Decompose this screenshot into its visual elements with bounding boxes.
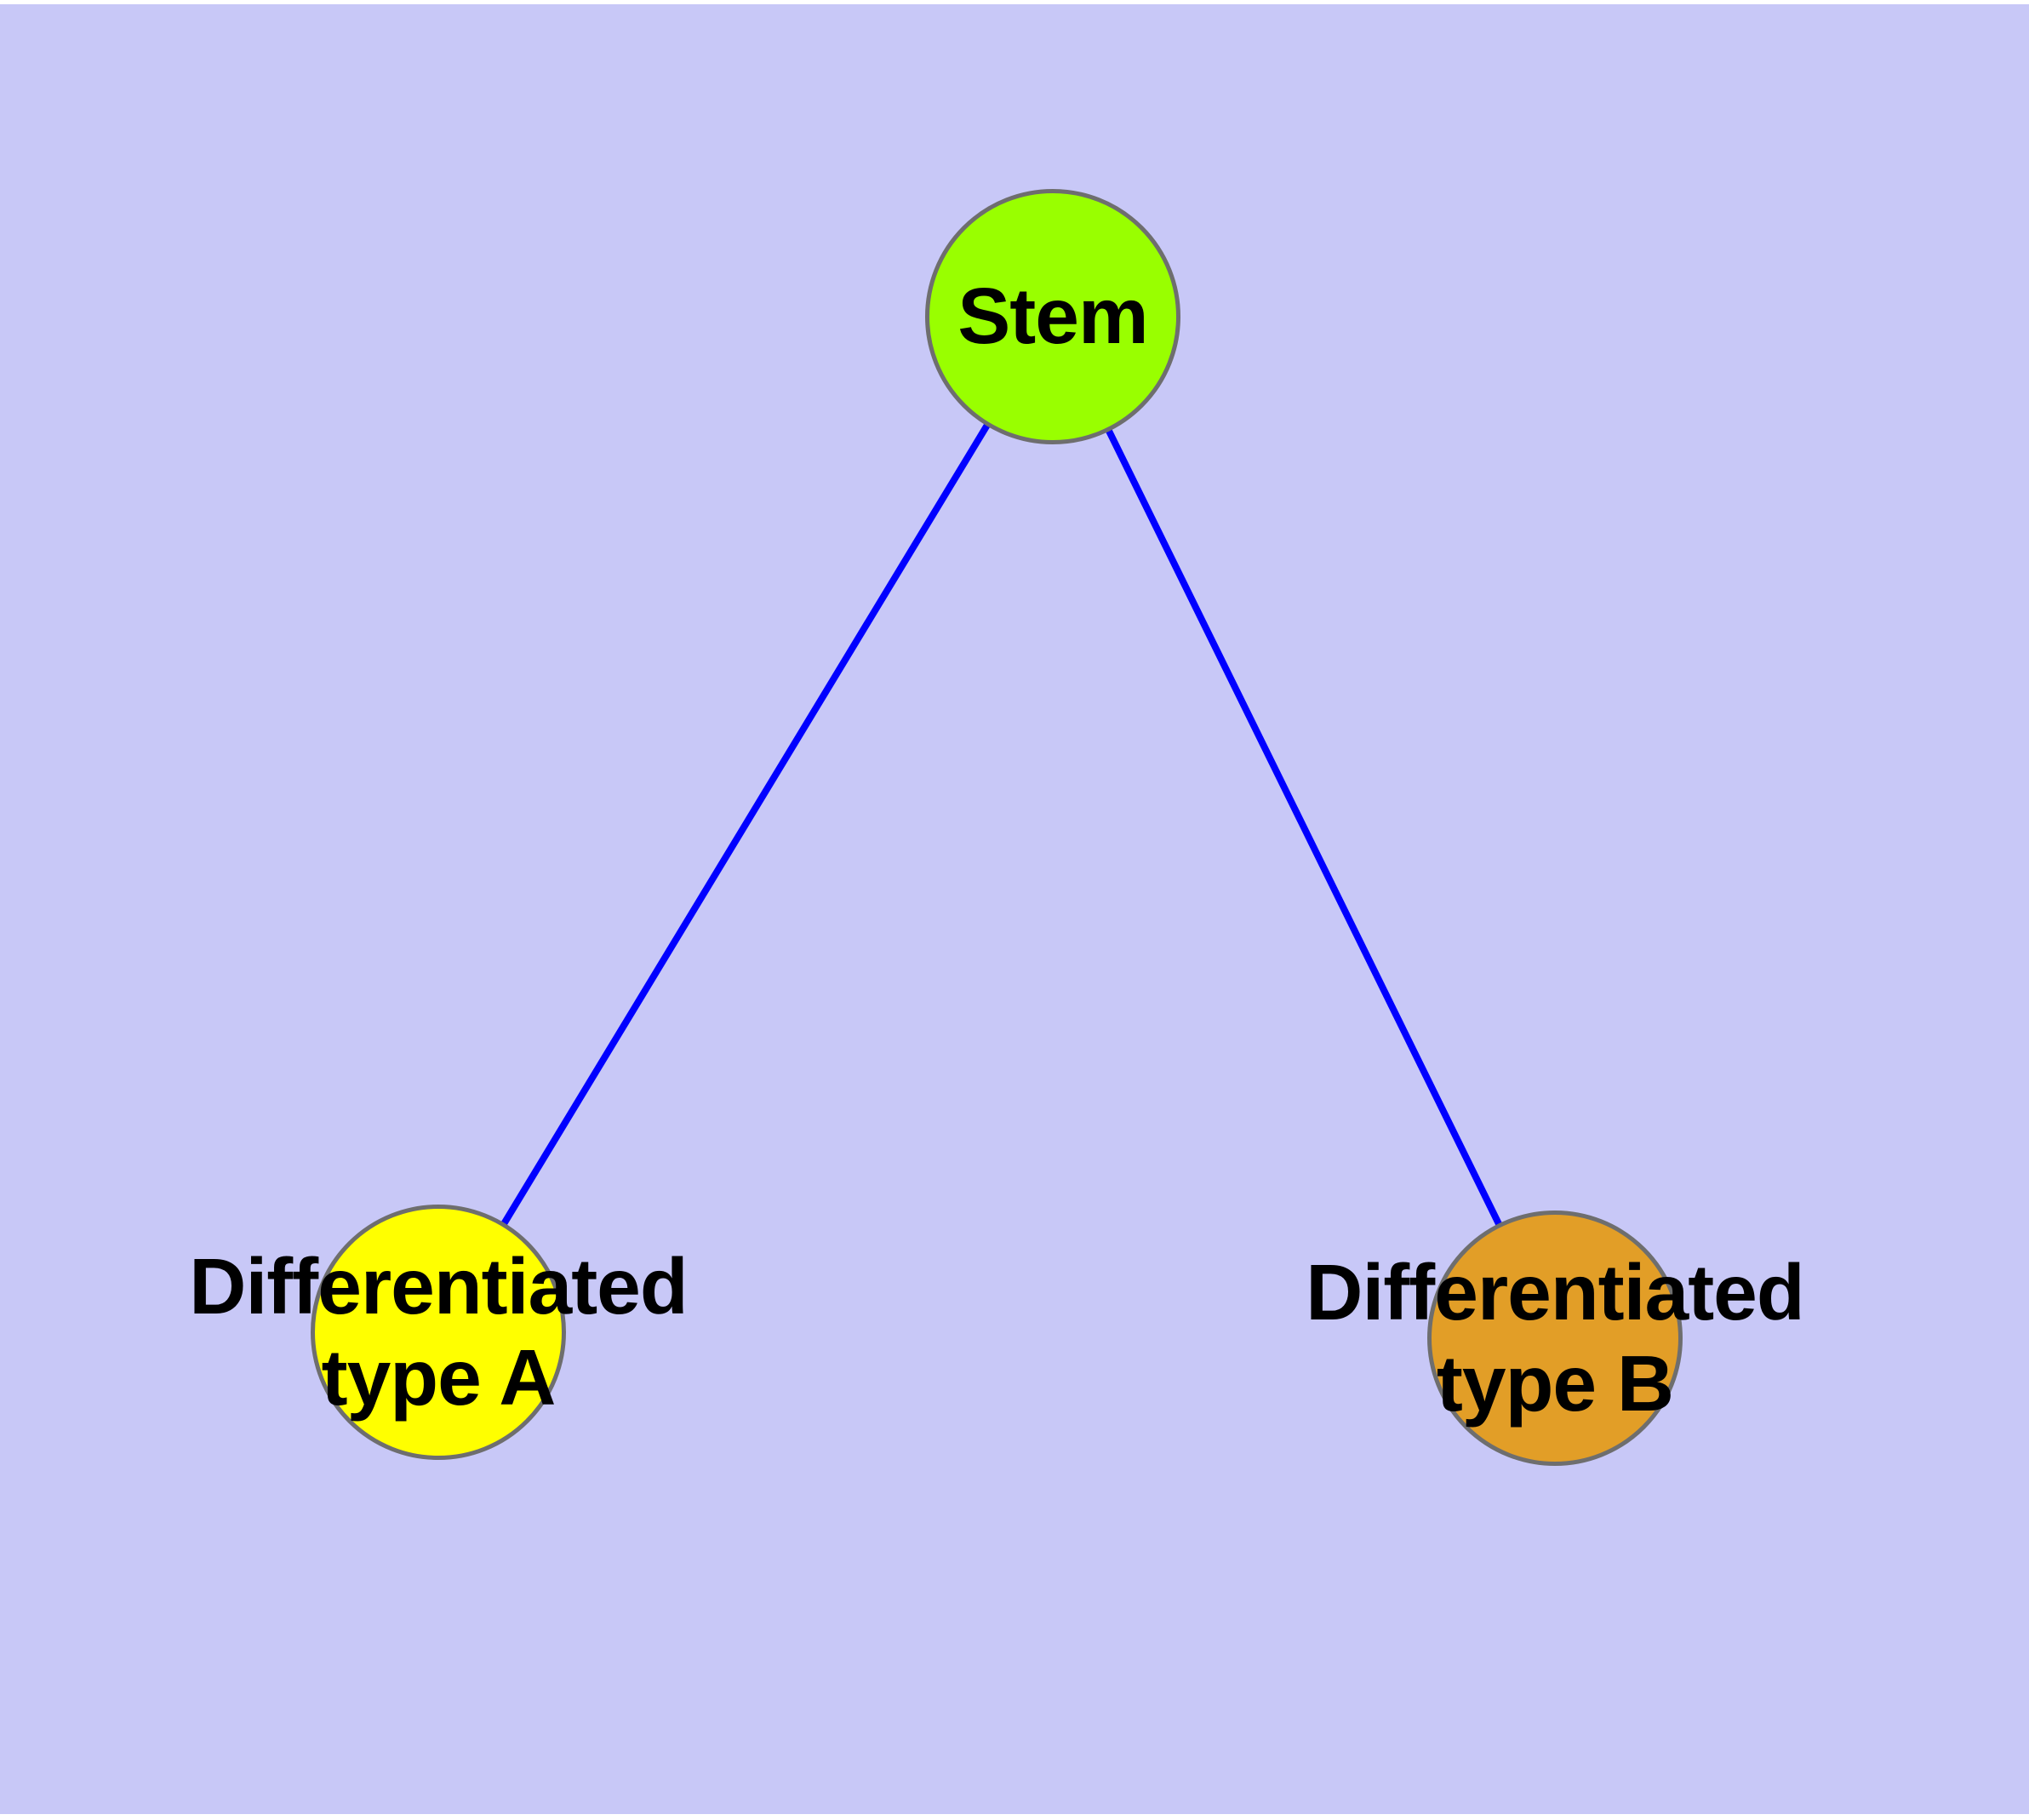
node-differentiated-type-b-label: Differentiated type B bbox=[1129, 1247, 1980, 1429]
node-stem-label-text: Stem bbox=[957, 272, 1148, 360]
edge-stem-to-type-b bbox=[1049, 315, 1558, 1340]
node-differentiated-type-a-circle bbox=[311, 1205, 566, 1460]
node-type-a-label-line1: Differentiated bbox=[189, 1242, 688, 1331]
node-differentiated-type-a-label: Differentiated type A bbox=[13, 1241, 864, 1423]
node-type-a-label-line2: type A bbox=[321, 1333, 557, 1422]
graph-canvas: Stem Differentiated type A Differentiate… bbox=[0, 4, 2029, 1814]
node-type-b-label-line1: Differentiated bbox=[1306, 1248, 1804, 1336]
node-type-b-label-line2: type B bbox=[1436, 1339, 1674, 1428]
node-differentiated-type-b-circle bbox=[1427, 1210, 1683, 1466]
node-stem-label: Stem bbox=[627, 271, 1478, 362]
edge-stem-to-type-a bbox=[435, 314, 1056, 1335]
node-stem-circle bbox=[925, 189, 1180, 444]
edges-layer bbox=[435, 314, 1558, 1340]
